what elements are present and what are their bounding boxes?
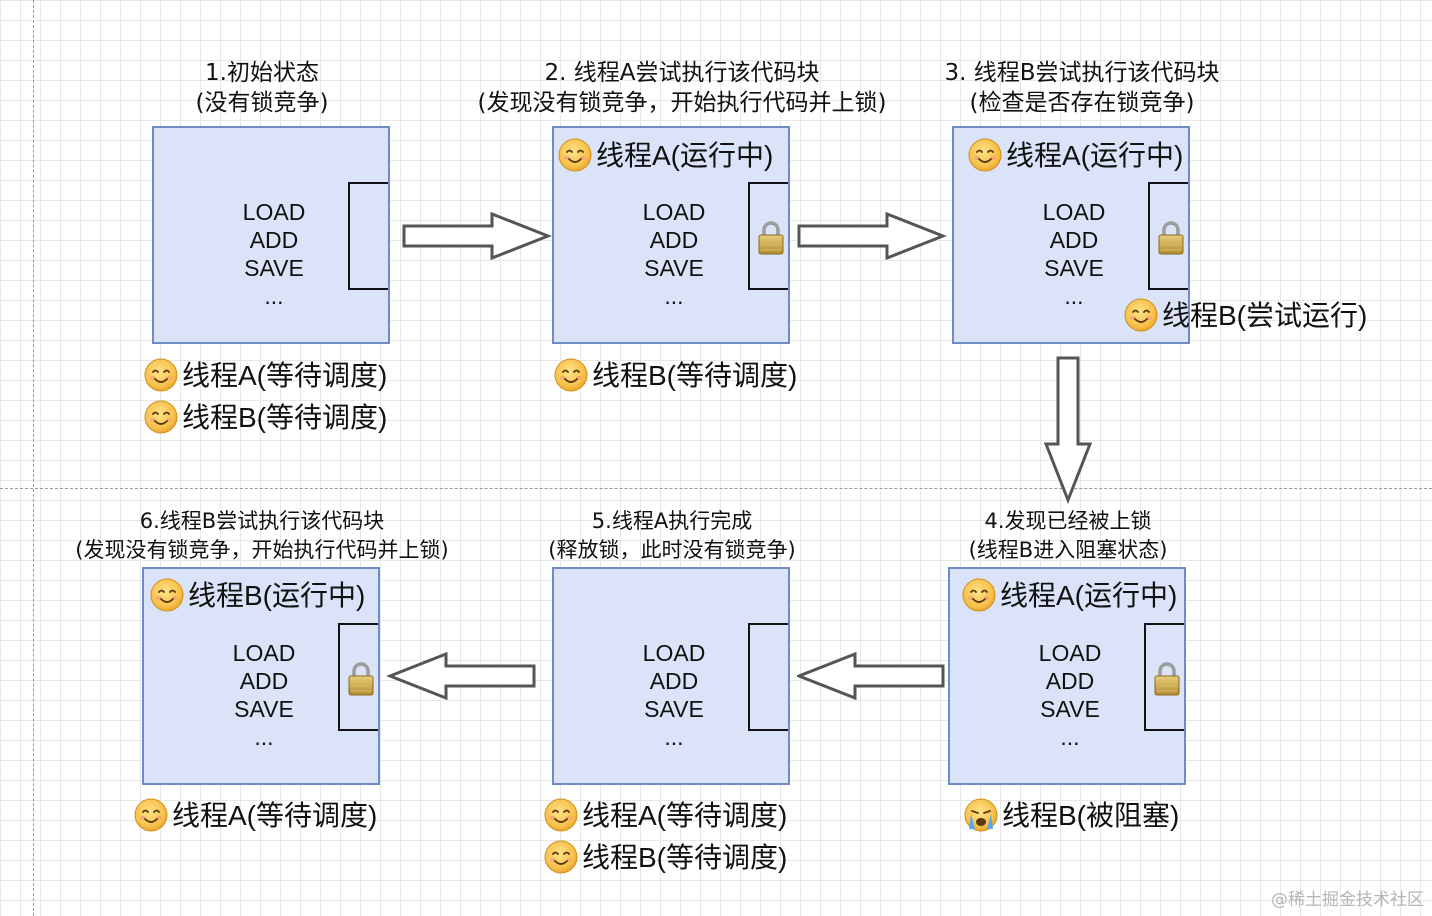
smiling-face-icon — [554, 358, 588, 392]
padlock-icon — [1156, 220, 1186, 256]
stage-4-title: 4.发现已经被上锁(线程B进入阻塞状态) — [968, 509, 1168, 562]
smiling-face-icon — [544, 840, 578, 874]
crying-face-icon — [964, 798, 998, 832]
thread-label: 线程A(运行中) — [962, 578, 1177, 614]
thread-label: 线程B(运行中) — [150, 578, 365, 614]
stage-1-title: 1.初始状态(没有锁竞争) — [195, 60, 329, 116]
lock-slot — [1144, 623, 1184, 731]
smiling-face-icon — [544, 798, 578, 832]
thread-label: 线程A(等待调度) — [134, 798, 377, 834]
lock-slot — [348, 182, 388, 290]
smiling-face-icon — [558, 138, 592, 172]
lock-slot — [1148, 182, 1188, 290]
stage-5-title: 5.线程A执行完成(释放锁，此时没有锁竞争) — [548, 509, 796, 562]
smiling-face-icon — [962, 578, 996, 612]
thread-label: 线程A(运行中) — [968, 138, 1183, 174]
thread-label: 线程B(被阻塞) — [964, 798, 1179, 834]
thread-label: 线程A(等待调度) — [144, 358, 387, 394]
left-guide — [33, 0, 34, 916]
smiling-face-icon — [1124, 298, 1158, 332]
watermark: @稀土掘金技术社区 — [1271, 890, 1424, 910]
lock-slot — [748, 182, 788, 290]
hollow-arrow-icon — [797, 652, 945, 700]
thread-label: 线程A(等待调度) — [544, 798, 787, 834]
padlock-icon — [756, 220, 786, 256]
hollow-arrow-icon — [797, 212, 947, 260]
hollow-arrow-icon — [402, 212, 552, 260]
smiling-face-icon — [968, 138, 1002, 172]
thread-label: 线程B(等待调度) — [554, 358, 797, 394]
smiling-face-icon — [144, 358, 178, 392]
stage-3-title: 3. 线程B尝试执行该代码块(检查是否存在锁竞争) — [944, 60, 1220, 116]
smiling-face-icon — [150, 578, 184, 612]
thread-label: 线程B(尝试运行) — [1124, 298, 1367, 334]
hollow-arrow-icon — [386, 652, 536, 700]
stage-2-title: 2. 线程A尝试执行该代码块(发现没有锁竞争，开始执行代码并上锁) — [477, 60, 887, 116]
padlock-icon — [1152, 661, 1182, 697]
stage-6-title: 6.线程B尝试执行该代码块(发现没有锁竞争，开始执行代码并上锁) — [75, 509, 449, 562]
padlock-icon — [346, 661, 376, 697]
thread-label: 线程B(等待调度) — [544, 840, 787, 876]
hollow-arrow-icon — [1044, 356, 1092, 504]
smiling-face-icon — [144, 400, 178, 434]
lock-slot — [338, 623, 378, 731]
smiling-face-icon — [134, 798, 168, 832]
row-divider — [0, 488, 1432, 489]
thread-label: 线程B(等待调度) — [144, 400, 387, 436]
thread-label: 线程A(运行中) — [558, 138, 773, 174]
lock-slot — [748, 623, 788, 731]
